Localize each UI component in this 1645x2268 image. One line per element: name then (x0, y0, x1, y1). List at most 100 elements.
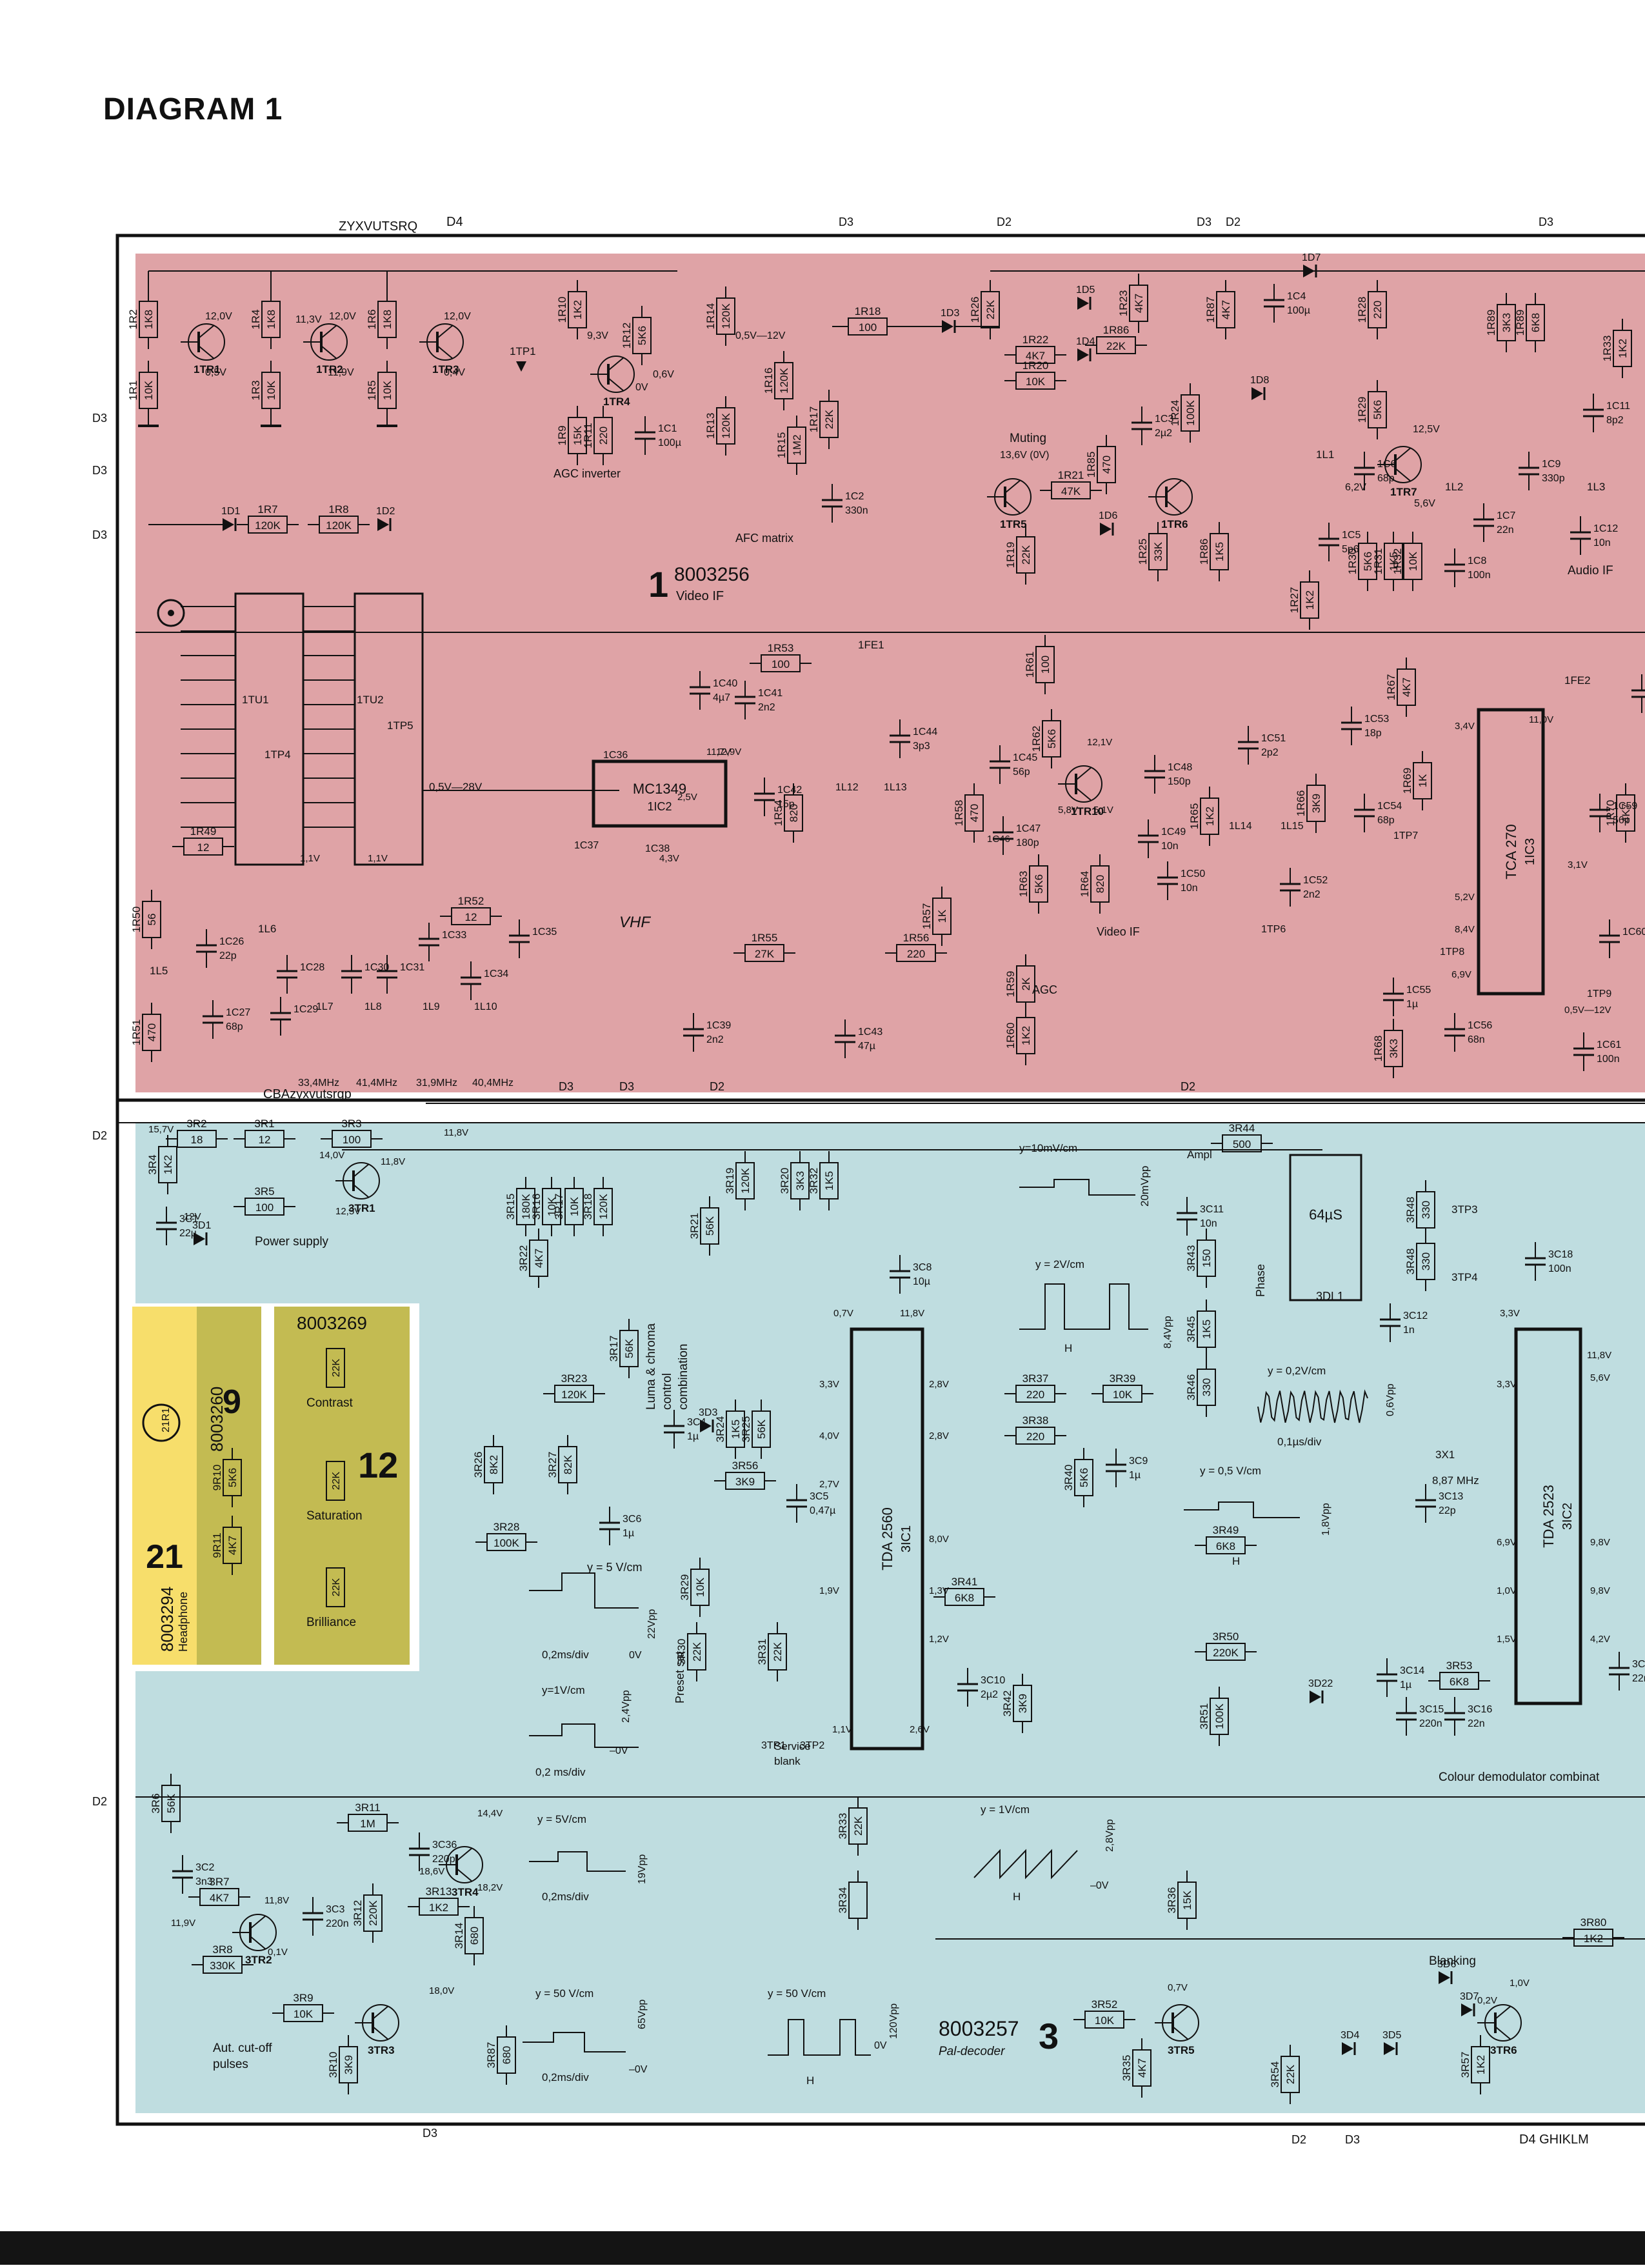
transistor-1tr5-emitter (1004, 500, 1021, 514)
scope-c-vpp: 0,6Vpp (1385, 1383, 1396, 1416)
resistor-3r18-value: 120K (597, 1193, 610, 1219)
resistor-1r85-value: 470 (1101, 456, 1113, 474)
resistor-1r11-value: 220 (597, 427, 610, 445)
connector-d3-left: D3 (92, 464, 107, 477)
resistor-1r2-ref: 1R2 (127, 309, 139, 329)
capacitor-1c45-value: 56p (1013, 767, 1030, 778)
resistor-3r14-value: 680 (468, 1927, 481, 1945)
capacitor-1c44-ref: 1C44 (913, 727, 937, 738)
capacitor-1c39-value: 2n2 (706, 1034, 724, 1045)
module-12-code: 8003269 (297, 1313, 367, 1333)
resistor-3r45-value: 1K5 (1201, 1320, 1213, 1339)
tuner-1tu1-ref: 1TU1 (242, 694, 269, 706)
scope-i-label: y = 50 V/cm (535, 1987, 593, 2000)
resistor-3r2-ref: 3R2 (186, 1118, 206, 1130)
resistor-1r7-value: 120K (255, 519, 281, 532)
resistor-3r22-ref: 3R22 (517, 1245, 530, 1272)
capacitor-1c51-ref: 1C51 (1261, 733, 1286, 744)
capacitor-3c25-value: 22n (1632, 1673, 1645, 1684)
transistor-1tr2-ref: 1TR2 (316, 363, 343, 376)
scope-trace-b (1019, 1283, 1148, 1330)
module-9-board (197, 1307, 261, 1665)
resistor-1r59-value: 2K (1020, 977, 1032, 990)
diagram-title: DIAGRAM 1 (103, 92, 283, 126)
module-1-number: 1 (648, 564, 668, 605)
capacitor-3c11-value: 10n (1200, 1218, 1217, 1229)
voltage-tda2560-3: 2,8V (929, 1430, 949, 1441)
transistor-1tr4-collector (608, 357, 624, 371)
capacitor-1c48-value: 150p (1168, 776, 1191, 787)
resistor-1r51-ref: 1R51 (130, 1019, 143, 1046)
resistor-1r89b-ref: 1R89 (1514, 310, 1526, 336)
capacitor-1c7-ref: 1C7 (1497, 510, 1515, 521)
resistor-1r32-value: 10K (1407, 551, 1419, 571)
resistor-3r7-ref: 3R7 (209, 1876, 229, 1888)
resistor-3r22-value: 4K7 (533, 1249, 545, 1268)
resistor-3r49-ref: 3R49 (1213, 1524, 1239, 1536)
voltage-18: 18,0V (429, 1985, 454, 1996)
scope-i-time: 0,2ms/div (542, 2071, 589, 2083)
voltage-15-7: 15,7V (148, 1124, 174, 1135)
capacitor-3c12-value: 1n (1403, 1325, 1415, 1336)
voltage-11-8b: 11,8V (444, 1127, 468, 1138)
label-colour-demod: Colour demodulator combinat (1439, 1771, 1600, 1784)
diode-3d7-ref: 3D7 (1460, 1991, 1479, 2002)
resistor-3r20-value: 3K3 (794, 1171, 806, 1190)
resistor-1r11-ref: 1R11 (582, 423, 594, 448)
capacitor-1c7-value: 22n (1497, 525, 1514, 536)
transistor-3tr2-emitter (250, 1936, 266, 1950)
voltage-tda2523-9: 9,8V (1590, 1537, 1610, 1548)
capacitor-3c14-ref: 3C14 (1400, 1665, 1424, 1676)
resistor-3r25-ref: 3R25 (740, 1416, 752, 1443)
resistor-3r29-ref: 3R29 (679, 1574, 691, 1601)
voltage-tda2523-1: 5,6V (1590, 1372, 1610, 1383)
resistor-1r25-value: 33K (1152, 541, 1164, 561)
connector-strip-top: D3 (839, 216, 853, 228)
resistor-1r67-ref: 1R67 (1385, 674, 1397, 701)
diode-3d1 (194, 1232, 205, 1245)
capacitor-1c2-ref: 1C2 (845, 491, 864, 502)
resistor-1r56-ref: 1R56 (903, 932, 930, 944)
transistor-1tr7-emitter (1395, 468, 1411, 482)
resistor-3r13-value: 1K2 (429, 1902, 448, 1914)
voltage-14: 14,0V (319, 1150, 344, 1161)
scope-c-time: 0,1µs/div (1277, 1436, 1322, 1448)
voltage-1tr7-e: 5,6V (1414, 498, 1435, 509)
resistor-1r33-value: 1K2 (1617, 339, 1629, 358)
resistor-1r20-ref: 1R20 (1022, 359, 1049, 372)
diode-1d1-ref: 1D1 (221, 506, 240, 517)
ic-tda2523-ref: 3IC2 (1560, 1503, 1575, 1530)
resistor-3r50-value: 220K (1213, 1647, 1239, 1659)
freq-40-4: 40,4MHz (472, 1078, 513, 1089)
resistor-1r4-value: 1K8 (265, 310, 277, 329)
capacitor-3c6-ref: 3C6 (623, 1514, 641, 1525)
resistor-3r1-value: 12 (259, 1134, 271, 1146)
resistor-1r51-value: 470 (146, 1023, 158, 1041)
resistor-1r57-ref: 1R57 (921, 903, 933, 930)
module-21-name: Headphone (177, 1592, 190, 1652)
resistor-3r37-value: 220 (1026, 1389, 1044, 1401)
label-ampl: Ampl (1187, 1149, 1212, 1161)
resistor-1r32-ref: 1R32 (1391, 548, 1404, 575)
resistor-3r53-value: 6K8 (1450, 1676, 1469, 1688)
transistor-1tr1-collector (198, 325, 215, 339)
resistor-3r37-ref: 3R37 (1022, 1372, 1049, 1385)
resistor-3r17-lower-value: 56K (623, 1338, 635, 1358)
capacitor-1c31-ref: 1C31 (400, 962, 424, 973)
scope-d-label: y = 0,5 V/cm (1200, 1465, 1261, 1477)
resistor-3r56-value: 3K9 (735, 1476, 755, 1488)
connector-d2-bottom: D2 (1291, 2133, 1306, 2146)
label-aut-cutoff: Aut. cut-off (213, 2042, 272, 2055)
resistor-3r10-value: 3K9 (343, 2055, 355, 2074)
capacitor-1c51-value: 2p2 (1261, 747, 1279, 758)
capacitor-1c43-ref: 1C43 (858, 1027, 882, 1038)
voltage-tda2523-15: 1,0V (1497, 1585, 1517, 1596)
resistor-1r69-value: 1K (1417, 774, 1429, 787)
scope-b-label: y = 2V/cm (1035, 1258, 1084, 1270)
voltage-mc1349-b: 11,7V (706, 747, 731, 758)
capacitor-3c2-value: 3n3 (195, 1876, 213, 1887)
resistor-1r13-ref: 1R13 (704, 413, 717, 439)
capacitor-1c26-value: 22p (219, 950, 237, 961)
resistor-1r89b-value: 6K8 (1530, 313, 1542, 332)
resistor-3r6-ref: 3R6 (150, 1793, 162, 1813)
